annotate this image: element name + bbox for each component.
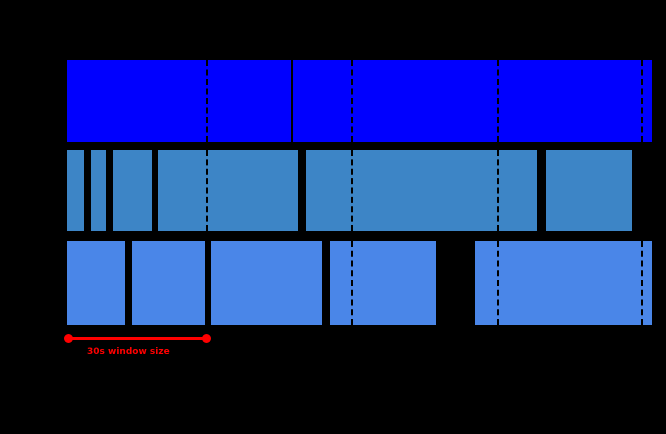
window-divider [351, 60, 353, 142]
window-divider [497, 60, 499, 142]
window-divider [351, 150, 353, 231]
window-divider [206, 60, 208, 142]
window-divider [641, 60, 643, 142]
window-divider [206, 150, 208, 231]
activity-segment [475, 241, 652, 325]
annotation-arrow-line [68, 337, 207, 340]
activity-segment [293, 60, 652, 142]
window-divider [351, 241, 353, 325]
annotation-label: 30s window size [87, 347, 170, 357]
activity-segment [211, 241, 322, 325]
lane-row-2 [0, 241, 652, 325]
lane-row-1 [0, 150, 652, 231]
activity-segment [113, 150, 152, 231]
activity-segment [132, 241, 205, 325]
activity-segment [158, 150, 298, 231]
lane-row-0 [0, 60, 652, 142]
window-divider [497, 150, 499, 231]
window-divider [497, 241, 499, 325]
activity-segment [306, 150, 537, 231]
annotation-arrow-cap-right [202, 334, 211, 343]
activity-segment [91, 150, 106, 231]
activity-segment [67, 241, 125, 325]
window-divider [641, 241, 643, 325]
activity-segment [67, 60, 291, 142]
annotation-arrow-cap-left [64, 334, 73, 343]
activity-segment [67, 150, 84, 231]
activity-segment [546, 150, 632, 231]
activity-segment [330, 241, 436, 325]
